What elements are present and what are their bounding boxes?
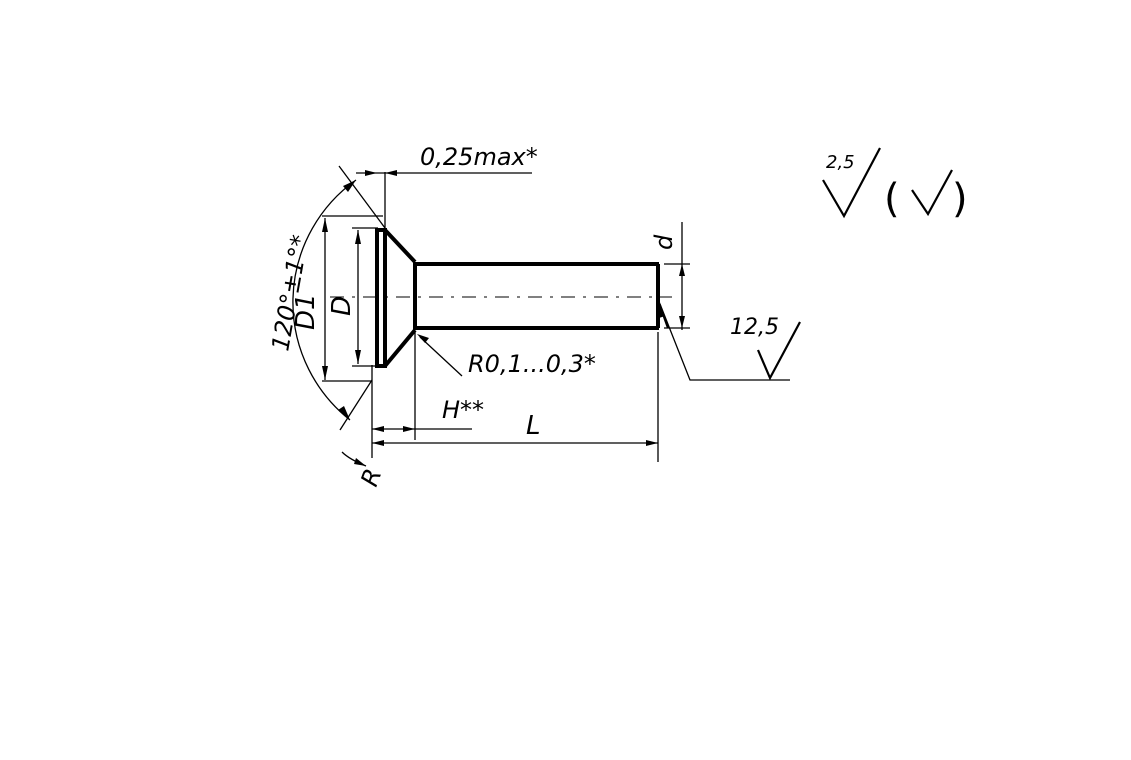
- rivet-outline: [375, 228, 670, 368]
- label-head-dia: D: [327, 296, 357, 316]
- roughness-symbols: [756, 147, 953, 381]
- label-length: L: [526, 411, 541, 441]
- roughness-tick-local: [756, 321, 801, 381]
- head-cone-top: [383, 228, 417, 264]
- label-roughness-surface: 12,5: [730, 315, 779, 340]
- label-head-height: H**: [442, 396, 484, 424]
- label-head-dia-outer: D1: [291, 293, 321, 330]
- label-head-thickness: 0,25max*: [420, 143, 538, 171]
- dimension-lines: [292, 170, 790, 467]
- label-angle: 120°±1°*: [266, 233, 314, 353]
- label-roughness-general: 2,5: [826, 152, 855, 173]
- head-cone-bottom: [383, 328, 417, 368]
- label-shank-dia: d: [650, 234, 678, 250]
- rivet-head-face: [375, 228, 387, 368]
- bracket-close: ): [952, 176, 968, 222]
- bracket-open: (: [884, 176, 900, 222]
- roughness-tick-general: [822, 147, 881, 219]
- label-edge-mark: R: [355, 465, 387, 490]
- label-fillet: R0,1...0,3*: [468, 350, 596, 378]
- roughness-tick-bracketed: [911, 169, 953, 217]
